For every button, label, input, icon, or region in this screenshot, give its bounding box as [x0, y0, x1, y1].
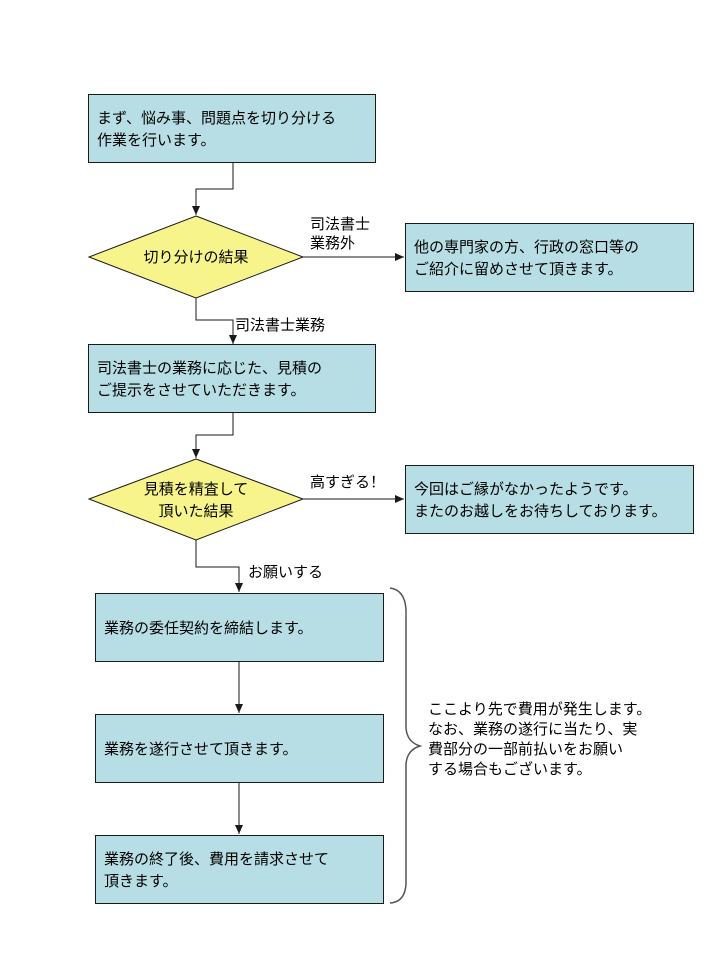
referral-box: 他の専門家の方、行政の窓口等の ご紹介に留めさせて頂きます。 [405, 223, 694, 292]
label-proceed: お願いする [248, 563, 324, 581]
step-billing: 業務の終了後、費用を請求させて 頂きます。 [95, 835, 384, 904]
decline-box: 今回はご縁がなかったようです。 またのお越しをお待ちしております。 [405, 465, 694, 534]
step-billing-text: 業務の終了後、費用を請求させて 頂きます。 [104, 849, 330, 890]
step-quote-text: 司法書士の業務に応じた、見積の ご提示をさせていただきます。 [97, 358, 323, 399]
step-execute: 業務を遂行させて頂きます。 [95, 714, 384, 783]
step-contract-text: 業務の委任契約を締結します。 [104, 618, 313, 637]
label-too-expensive: 高すぎる！ [310, 473, 386, 491]
connector-decision1-step2 [195, 298, 237, 344]
label-outside-scope: 司法書士 業務外 [310, 215, 371, 252]
step-identify-problem: まず、悩み事、問題点を切り分ける 作業を行います。 [88, 94, 376, 163]
step-execute-text: 業務を遂行させて頂きます。 [104, 739, 298, 758]
connector-decision2-step3 [195, 540, 243, 592]
connector-step1-decision1 [192, 163, 234, 215]
decline-box-text: 今回はご縁がなかったようです。 またのお越しをお待ちしております。 [414, 479, 667, 520]
fee-note: ここより先で費用が発生します。 なお、業務の遂行に当たり、実 費部分の一部前払い… [428, 700, 652, 778]
step-quote: 司法書士の業務に応じた、見積の ご提示をさせていただきます。 [88, 344, 376, 413]
decision-quote-review-text: 見積を精査して 頂いた結果 [143, 480, 249, 520]
referral-box-text: 他の専門家の方、行政の窓口等の ご紹介に留めさせて頂きます。 [414, 237, 640, 278]
step-contract: 業務の委任契約を締結します。 [95, 593, 384, 662]
fee-brace [389, 587, 423, 904]
label-within-scope: 司法書士業務 [235, 316, 326, 334]
decision-triage-result-text: 切り分けの結果 [143, 248, 249, 266]
step-identify-problem-text: まず、悩み事、問題点を切り分ける 作業を行います。 [97, 108, 336, 149]
connector-step2-decision2 [192, 413, 234, 458]
